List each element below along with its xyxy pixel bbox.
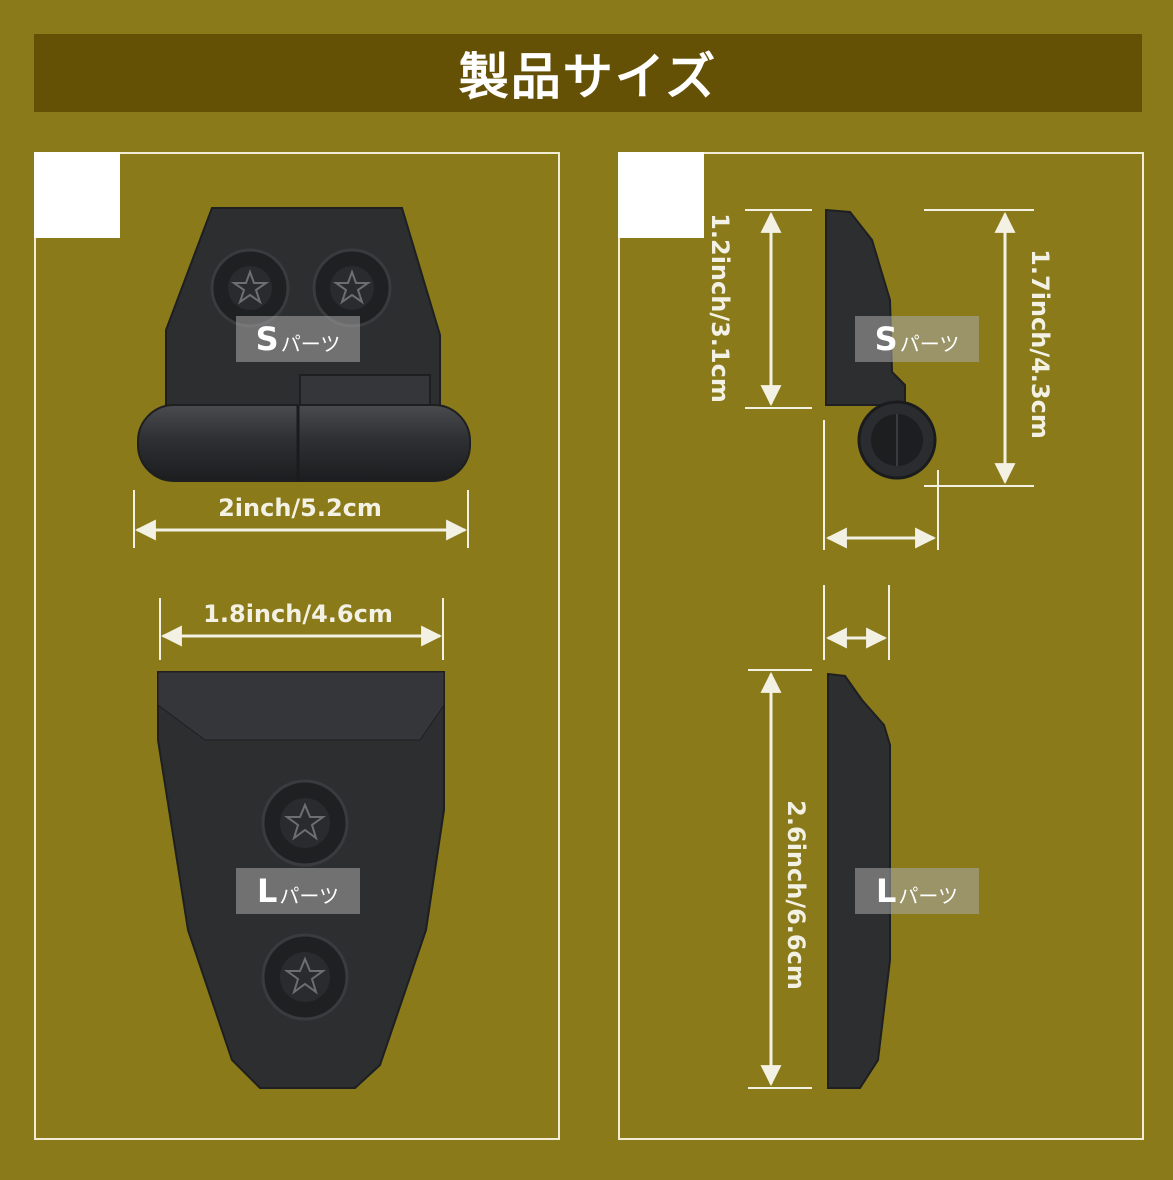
small-body-height-label: 1.2inch/3.1cm xyxy=(706,213,734,403)
small-thickness-dimension xyxy=(823,420,939,550)
part-letter: L xyxy=(257,872,278,910)
screw-icon xyxy=(312,248,392,328)
part-letter: S xyxy=(874,320,898,358)
large-width-label: 1.8inch/4.6cm xyxy=(203,600,393,628)
part-suffix: パーツ xyxy=(279,883,339,908)
large-part-label: L パーツ xyxy=(236,868,360,914)
corner-square xyxy=(34,152,120,238)
part-letter: S xyxy=(255,320,279,358)
page-title: 製品サイズ xyxy=(458,47,718,106)
title-banner: 製品サイズ xyxy=(34,34,1142,112)
screw-icon xyxy=(261,779,349,867)
corner-square xyxy=(618,152,704,238)
large-height-label: 2.6inch/6.6cm xyxy=(782,800,810,990)
small-part-label: S パーツ xyxy=(236,316,360,362)
screw-icon xyxy=(210,248,290,328)
screw-icon xyxy=(261,933,349,1021)
small-total-height-dimension: 1.7inch/4.3cm xyxy=(924,209,1054,487)
large-part-side-label: L パーツ xyxy=(855,868,979,914)
large-thickness-dimension xyxy=(823,585,890,660)
small-part-side-label: S パーツ xyxy=(855,316,979,362)
large-part-front xyxy=(157,671,445,1089)
part-suffix: パーツ xyxy=(898,883,958,908)
side-view-panel xyxy=(618,152,1144,1140)
large-width-dimension: 1.8inch/4.6cm xyxy=(159,598,444,660)
small-width-label: 2inch/5.2cm xyxy=(218,494,382,522)
small-part-front xyxy=(137,207,471,482)
front-view-panel xyxy=(34,152,560,1140)
small-total-height-label: 1.7inch/4.3cm xyxy=(1026,249,1054,439)
small-body-height-dimension: 1.2inch/3.1cm xyxy=(706,209,812,409)
part-suffix: パーツ xyxy=(280,331,341,356)
part-suffix: パーツ xyxy=(899,331,960,356)
large-height-dimension: 2.6inch/6.6cm xyxy=(748,669,812,1089)
part-letter: L xyxy=(876,872,897,910)
small-width-dimension: 2inch/5.2cm xyxy=(133,490,469,548)
